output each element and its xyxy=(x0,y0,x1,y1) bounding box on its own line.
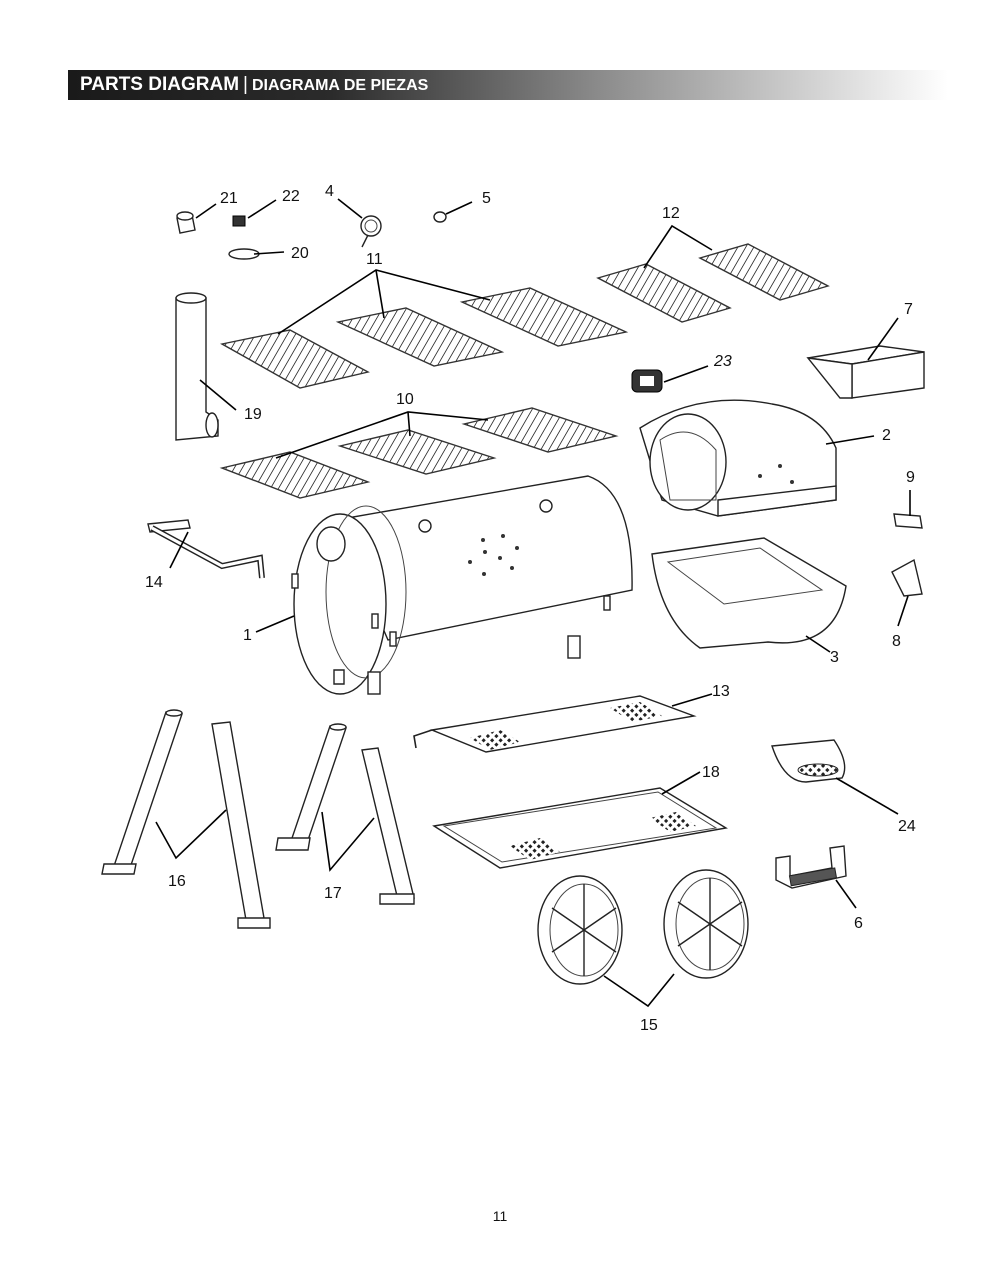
callout-7: 7 xyxy=(904,301,913,318)
part-21-cap xyxy=(176,211,196,234)
part-6-handle xyxy=(775,845,847,889)
callout-22: 22 xyxy=(282,188,300,205)
callout-6: 6 xyxy=(854,915,863,932)
callout-16: 16 xyxy=(168,873,186,890)
part-17-legs xyxy=(275,723,415,905)
part-5-knob xyxy=(433,211,447,223)
header-subtitle: DIAGRAMA DE PIEZAS xyxy=(251,77,429,94)
part-11-grates xyxy=(220,287,629,389)
part-1-barrel xyxy=(291,475,633,695)
callout-21: 21 xyxy=(220,190,238,207)
callout-13: 13 xyxy=(712,683,730,700)
part-22-clip xyxy=(232,215,246,227)
callout-24: 24 xyxy=(898,818,916,835)
part-15-wheels xyxy=(537,869,749,985)
part-24-ash-pan xyxy=(771,739,846,783)
callout-17: 17 xyxy=(324,885,342,902)
leader-lines xyxy=(155,198,911,1008)
callout-9: 9 xyxy=(906,469,915,486)
callout-8: 8 xyxy=(892,633,901,650)
part-10-grates xyxy=(219,407,619,499)
header-separator: | xyxy=(243,74,248,95)
callout-11: 11 xyxy=(366,251,383,268)
part-14-handle xyxy=(147,519,265,579)
callout-3: 3 xyxy=(830,649,839,666)
page-number: 11 xyxy=(492,1208,508,1224)
callout-14: 14 xyxy=(145,574,163,591)
callout-2: 2 xyxy=(882,427,891,444)
page-title: PARTS DIAGRAM|DIAGRAMA DE PIEZAS xyxy=(80,74,428,96)
header-bar xyxy=(68,70,948,100)
callout-12: 12 xyxy=(662,205,680,222)
part-7-plate xyxy=(806,345,925,399)
header-title: PARTS DIAGRAM xyxy=(80,74,240,95)
callout-5: 5 xyxy=(482,190,491,207)
callout-19: 19 xyxy=(244,406,262,423)
part-4-thermometer xyxy=(360,215,382,248)
part-8-plate xyxy=(891,558,923,597)
callout-4: 4 xyxy=(325,183,334,200)
part-2-firebox-lid xyxy=(639,399,837,517)
part-19-chimney xyxy=(175,292,219,441)
callout-10: 10 xyxy=(396,391,414,408)
part-9-bracket xyxy=(893,513,923,529)
part-12-grates xyxy=(596,243,830,323)
part-3-firebox-bottom xyxy=(651,537,847,649)
callout-15: 15 xyxy=(640,1017,658,1034)
part-18-shelf xyxy=(432,787,728,869)
part-23-latch xyxy=(631,369,663,393)
part-16-legs xyxy=(101,709,271,929)
callout-1: 1 xyxy=(243,627,252,644)
callout-18: 18 xyxy=(702,764,720,781)
callout-23: 23 xyxy=(713,353,732,370)
callout-20: 20 xyxy=(291,245,309,262)
callout-labels: 21 22 20 4 5 12 11 7 23 19 10 2 9 14 1 8… xyxy=(145,183,916,1034)
part-13-rack xyxy=(413,695,697,753)
